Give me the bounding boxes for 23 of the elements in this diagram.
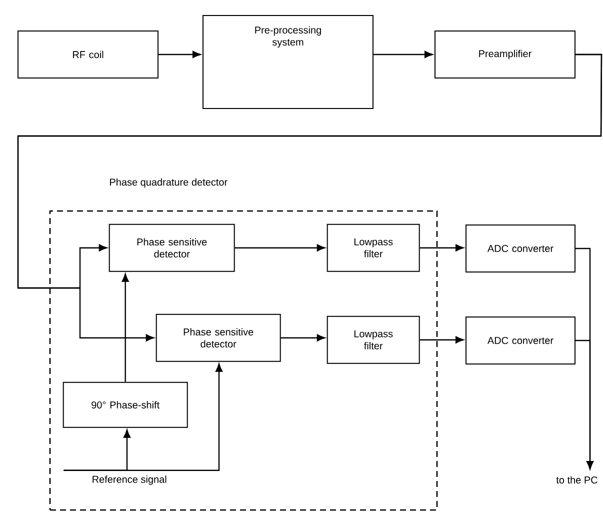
process-box: Pre-processing system [202, 15, 374, 109]
arrow [576, 340, 594, 470]
arrow [234, 244, 326, 252]
arrow [158, 50, 201, 58]
arrow [280, 334, 326, 342]
arrow [122, 274, 129, 382]
text-label: Reference signal [92, 476, 166, 485]
process-box: Preamplifier [434, 30, 576, 78]
arrow [17, 54, 602, 342]
arrow [420, 336, 464, 344]
arrow [374, 50, 433, 58]
process-box: 90° Phase-shift [62, 382, 188, 428]
process-box: Phase sensitive detector [108, 224, 235, 272]
process-box: Lowpass filter [326, 224, 420, 272]
process-box: Lowpass filter [326, 316, 420, 364]
process-box: Phase sensitive detector [156, 314, 281, 362]
text-label: to the PC [556, 476, 598, 484]
process-box: RF coil [18, 30, 158, 78]
process-box: ADC converter [466, 316, 576, 364]
process-box: ADC converter [466, 224, 576, 272]
arrow [64, 364, 223, 471]
arrow [420, 244, 464, 252]
node-label: Phase quadrature detector [110, 178, 228, 188]
